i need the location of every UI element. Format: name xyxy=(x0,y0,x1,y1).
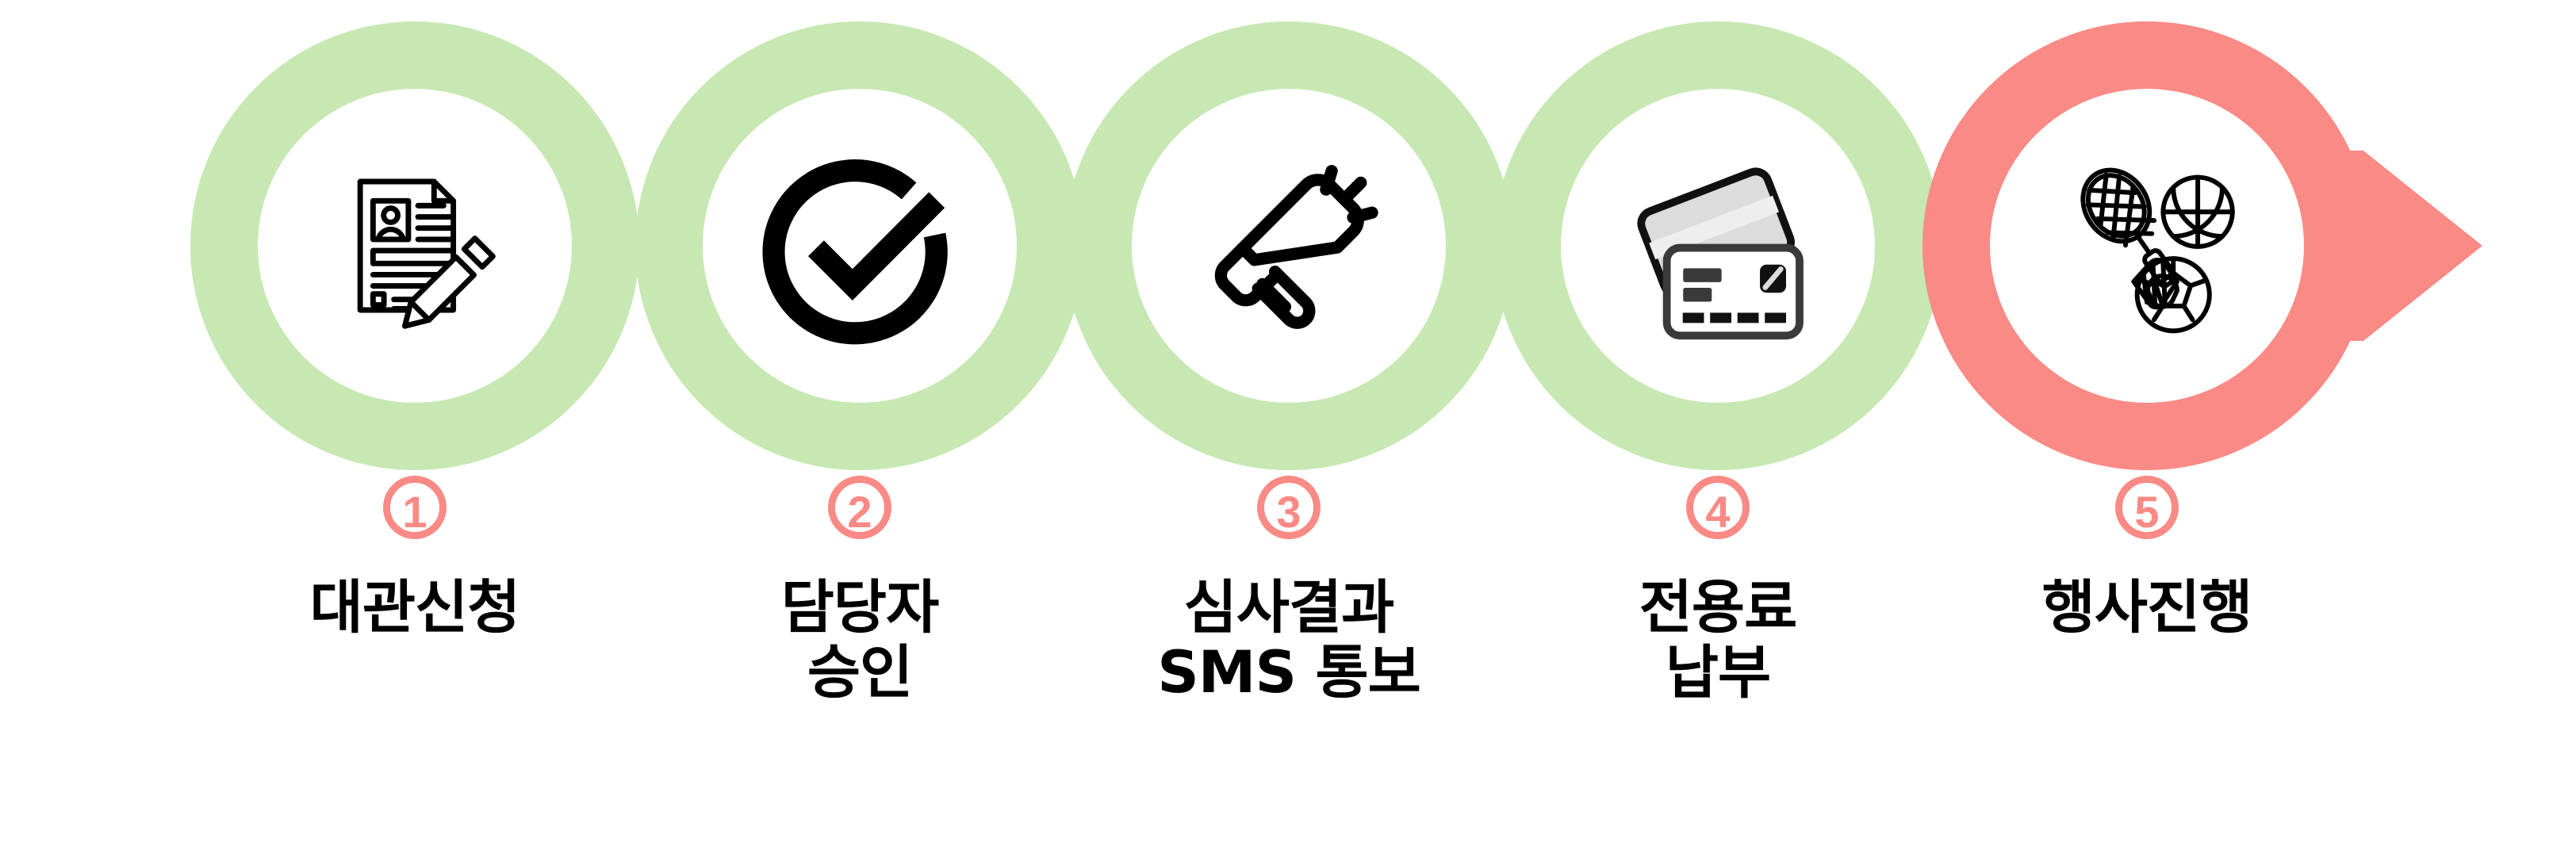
step-5-label-group: 5 행사진행 xyxy=(1941,476,2353,641)
credit-card-icon xyxy=(1637,167,1804,340)
step-5-caption: 행사진행 xyxy=(2041,574,2253,641)
step-1-caption: 대관신청 xyxy=(309,574,521,641)
step-4-caption: 전용료 납부 xyxy=(1639,574,1797,706)
step-2-caption: 담당자 승인 xyxy=(780,574,939,706)
step-3-ring xyxy=(1064,21,1513,470)
step-4-ring xyxy=(1493,21,1942,470)
step-3-caption: 심사결과 SMS 통보 xyxy=(1157,574,1421,706)
step-1-label-group: 1 대관신청 xyxy=(209,476,621,641)
step-2-ring xyxy=(635,21,1084,470)
step-labels-layer: 1 대관신청 2 담당자 승인 3 심사결과 SMS 통보 4 전용료 납부 5… xyxy=(0,476,2576,842)
step-1-number-badge: 1 xyxy=(383,476,447,539)
flow-graphics xyxy=(190,21,2482,470)
step-3-node[interactable] xyxy=(1064,21,1513,470)
step-5-node[interactable] xyxy=(1922,21,2371,470)
step-2-label-group: 2 담당자 승인 xyxy=(654,476,1066,706)
step-3-label-group: 3 심사결과 SMS 통보 xyxy=(1083,476,1495,706)
step-1-node[interactable] xyxy=(190,21,639,470)
step-2-number-badge: 2 xyxy=(828,476,891,539)
application-form-with-pen-icon xyxy=(357,178,496,329)
step-1-ring xyxy=(190,21,639,470)
step-4-node[interactable] xyxy=(1493,21,1942,470)
megaphone-icon xyxy=(1214,165,1378,329)
check-circle-icon xyxy=(762,159,948,345)
step-4-number-badge: 4 xyxy=(1686,476,1750,539)
step-5-ring xyxy=(1922,21,2371,470)
step-3-number-badge: 3 xyxy=(1257,476,1321,539)
step-3-inner-disc xyxy=(1132,89,1446,403)
step-2-node[interactable] xyxy=(635,21,1084,470)
step-2-inner-disc xyxy=(703,89,1017,403)
step-5-number-badge: 5 xyxy=(2115,476,2179,539)
sports-equipment-icon xyxy=(2080,167,2235,334)
step-4-label-group: 4 전용료 납부 xyxy=(1512,476,1924,706)
